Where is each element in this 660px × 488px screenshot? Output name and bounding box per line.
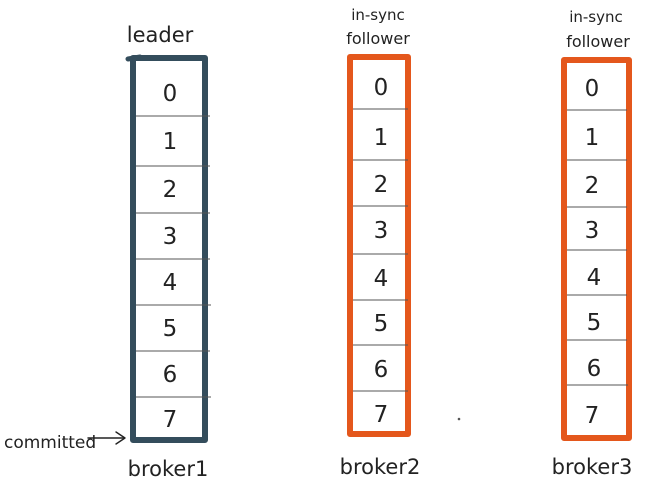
broker2-dividers [353, 108, 408, 392]
broker3-offset-3: 3 [585, 218, 600, 244]
broker2-offset-4: 4 [374, 266, 389, 292]
broker3-offset-2: 2 [585, 173, 600, 199]
broker1-offset-7: 7 [163, 407, 178, 433]
broker2-offset-7: 7 [374, 402, 389, 428]
broker2-group: in-sync follower 0 1 2 3 4 5 6 7 broker2 [340, 6, 421, 479]
broker2-role-line1: in-sync [351, 6, 405, 24]
broker2-offset-3: 3 [374, 218, 389, 244]
broker1-group: leader 0 1 2 3 4 5 6 7 broker1 [125, 23, 211, 481]
broker3-dividers [567, 109, 628, 386]
broker3-offset-6: 6 [587, 356, 602, 382]
broker1-dividers [136, 115, 211, 398]
broker3-role-line1: in-sync [569, 8, 623, 26]
broker1-offset-6: 6 [163, 362, 178, 388]
broker1-log-border [130, 55, 208, 443]
broker1-offset-0: 0 [163, 81, 178, 107]
broker2-offset-0: 0 [374, 75, 389, 101]
broker2-role-line2: follower [346, 29, 410, 48]
broker3-offset-0: 0 [585, 76, 600, 102]
broker1-name: broker1 [128, 457, 209, 481]
broker1-corner-mark [125, 54, 143, 62]
broker2-log-border [347, 54, 411, 437]
broker3-offset-1: 1 [585, 125, 600, 151]
broker3-offset-5: 5 [587, 310, 602, 336]
broker2-offset-5: 5 [374, 311, 389, 337]
broker1-offset-4: 4 [163, 270, 178, 296]
stray-dot [457, 417, 461, 421]
broker2-offset-2: 2 [374, 172, 389, 198]
broker3-offset-4: 4 [587, 265, 602, 291]
committed-annotation: committed [4, 431, 126, 453]
broker1-offset-3: 3 [163, 224, 178, 250]
committed-label: committed [4, 433, 96, 453]
broker2-name: broker2 [340, 455, 421, 479]
broker2-offset-6: 6 [374, 357, 389, 383]
broker3-group: in-sync follower 0 1 2 3 4 5 6 7 broker3 [552, 8, 633, 479]
broker1-offset-5: 5 [163, 316, 178, 342]
right-arrow-icon [87, 431, 126, 445]
broker1-role-label: leader [127, 23, 194, 47]
broker2-offset-1: 1 [374, 125, 389, 151]
broker3-log-border [561, 57, 632, 441]
broker1-offset-2: 2 [163, 177, 178, 203]
broker1-offset-1: 1 [163, 129, 178, 155]
broker3-role-line2: follower [566, 32, 630, 51]
broker3-offset-7: 7 [585, 403, 600, 429]
broker3-name: broker3 [552, 455, 633, 479]
